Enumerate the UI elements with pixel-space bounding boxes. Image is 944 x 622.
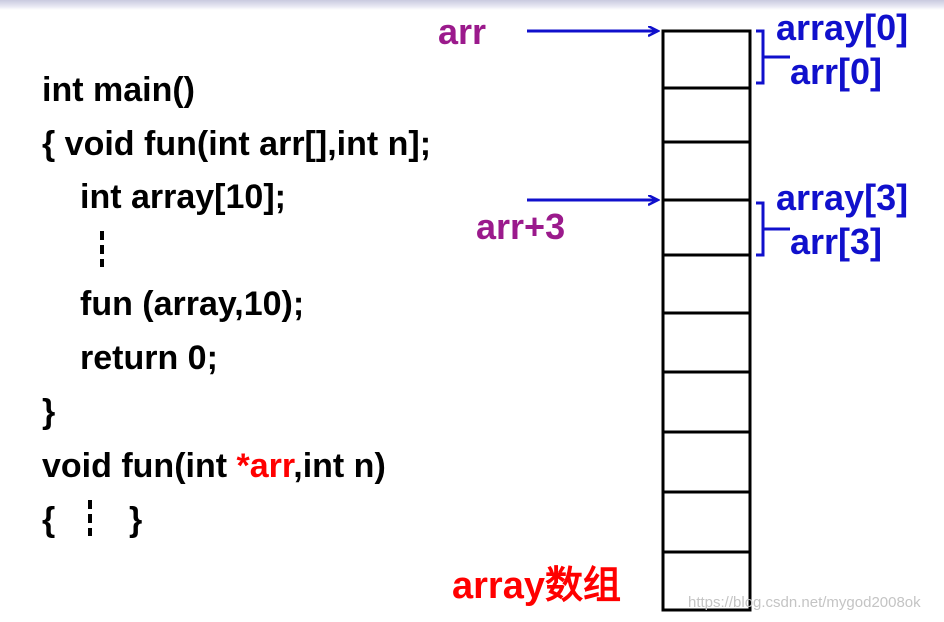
array-memory-cells [661, 29, 752, 612]
code-line-fun-def: void fun(int *arr,int n) [42, 446, 386, 486]
array-cell [661, 198, 752, 257]
array-title-label: array数组 [452, 565, 621, 607]
arr-plus3-pointer-label: arr+3 [476, 206, 566, 247]
array3-label: array[3] [776, 177, 909, 218]
element3-bracket [756, 201, 765, 257]
code-line-declaration: { void fun(int arr[],int n]; [42, 125, 432, 163]
code-fun-suffix: ,int n) [293, 447, 386, 485]
code-line-fun-body-close: } [129, 501, 143, 539]
arr0-label: arr[0] [790, 51, 883, 92]
array-cell [661, 140, 752, 202]
array-cell [661, 370, 752, 434]
ellipsis-vertical-icon [88, 500, 92, 536]
array-cell [661, 29, 752, 90]
arr-pointer-label: arr [438, 11, 487, 52]
slide-top-band [0, 0, 944, 10]
code-fun-prefix: void fun(int [42, 447, 237, 485]
array-cell [661, 490, 752, 554]
ellipsis-vertical-icon [100, 231, 104, 267]
array-cell [661, 430, 752, 494]
array-cell [661, 550, 752, 612]
array-cell [661, 253, 752, 315]
code-fun-pointer-param: *arr [236, 447, 294, 485]
code-line-array-decl: int array[10]; [80, 178, 286, 216]
code-line-call: fun (array,10); [80, 285, 305, 323]
code-line-main: int main() [42, 71, 195, 109]
watermark-text: https://blog.csdn.net/mygod2008ok [688, 594, 921, 611]
array0-label: array[0] [776, 7, 909, 48]
element0-bracket [756, 29, 765, 85]
code-line-close-brace: } [42, 393, 56, 431]
arr3-label: arr[3] [790, 221, 883, 262]
array-cell [661, 311, 752, 374]
code-line-return: return 0; [80, 339, 218, 377]
code-line-fun-body-open: { [42, 501, 56, 539]
array-cell [661, 86, 752, 144]
